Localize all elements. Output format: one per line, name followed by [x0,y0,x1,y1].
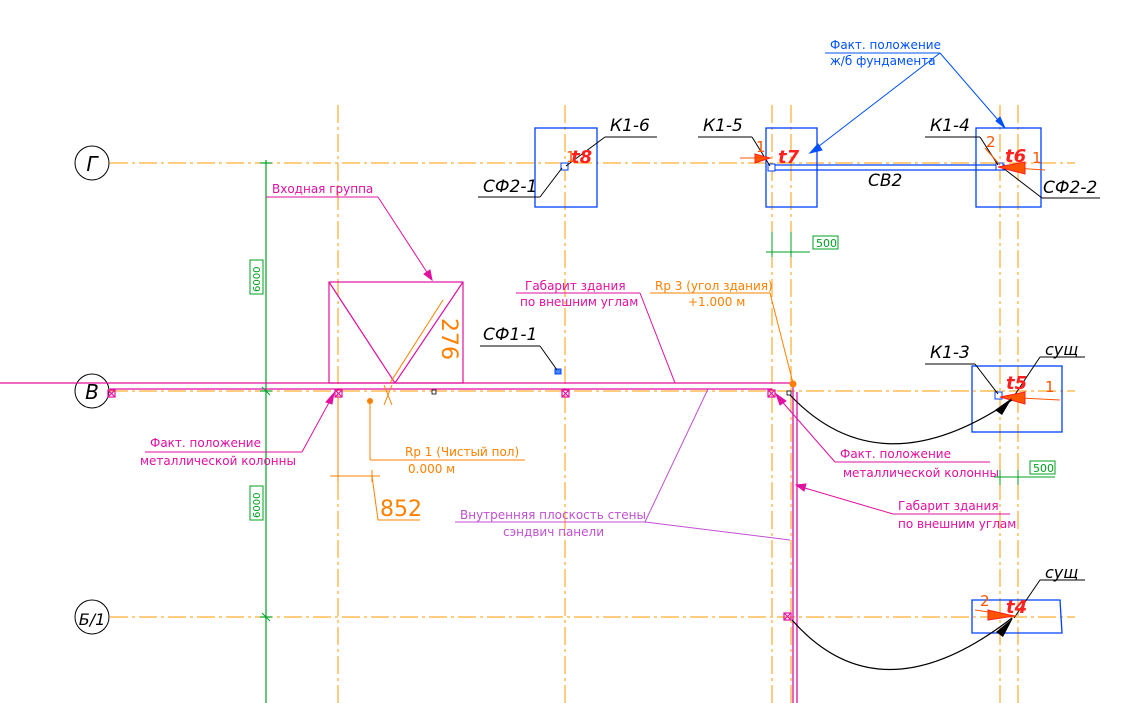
dimension-500-right: 500 [994,460,1056,485]
small-black-markers [431,389,792,396]
foundation-b1 [971,599,1063,634]
leader-gabarit-right [794,483,1010,515]
label-gabarit-top-1: Габарит здания [525,279,626,293]
entrance-group [328,281,464,384]
point-t4: t4 [1006,597,1027,618]
dimension-6000-bottom: 6000 [249,485,264,521]
label-k1-3: К1-3 [930,343,970,363]
label-k1-6: К1-6 [610,116,650,136]
leader-fakt-right [774,392,990,463]
svg-text:6000: 6000 [252,493,263,518]
label-fakt-fund-1: Факт. положение [830,38,941,52]
dimension-852 [330,384,420,521]
foundation-k1-6 [534,127,598,208]
axis-bubble-b1 [74,599,110,635]
label-k1-4: К1-4 [930,116,970,136]
label-inner-wall-1: Внутренняя плоскость стены [460,508,646,522]
svg-text:276: 276 [436,318,461,360]
label-existing-bottom: сущ [1045,563,1078,582]
label-rp1-1: Rp 1 (Чистый пол) [405,445,519,459]
leader-inner-wall [455,388,791,541]
label-gabarit-top-2: по внешним углам [520,295,638,309]
label-sf2-2: СФ2-2 [1043,178,1097,198]
dimension-500-top: 500 [766,232,839,257]
deviation-k1-6: 1 [566,148,576,166]
foundation-k1-3 [971,365,1063,433]
metal-column-markers [107,389,792,621]
leader-rp3 [650,292,794,384]
deviation-k1-5: 1 [756,138,766,156]
leader-fakt-fund [808,52,1006,154]
label-fakt-right-1: Факт. положение [840,447,951,461]
leader-rp1 [369,401,525,461]
deviation-k1-4: 1 [1032,149,1042,167]
label-rp3-1: Rp 3 (угол здания) [655,279,773,293]
label-gabarit-right-1: Габарит здания [898,499,999,513]
label-rp3-2: +1.000 м [688,295,745,309]
label-k1-5: К1-5 [703,116,743,136]
building-outline [0,382,798,703]
svg-text:500: 500 [1033,462,1054,475]
shift-arcs [789,394,1013,670]
svg-text:6000: 6000 [252,267,263,292]
point-t7: t7 [778,147,800,168]
point-t8: t8 [571,147,592,168]
column-label-leaders [478,136,1100,619]
axis-bubbles [74,145,110,635]
dimension-6000-line [260,160,272,703]
label-existing-top: сущ [1045,340,1078,359]
dimension-6000-top: 6000 [249,259,264,295]
tie-beam-sv2 [770,164,1005,171]
deviation-b1: 2 [980,592,990,610]
deviation-k1-3: 1 [1045,378,1055,396]
label-sf1-1: СФ1-1 [483,325,537,345]
dimension-276: 276 [389,299,461,384]
foundation-k1-5 [765,127,818,208]
axis-bubble-g [74,145,110,181]
label-fakt-right-2: металлической колонны [843,466,999,480]
leader-vkhodnaya [266,196,433,282]
deviation-k1-4-two: 2 [986,133,996,151]
point-t5: t5 [1006,373,1027,394]
deviation-arrows [740,147,1061,621]
green-ticks [261,386,271,622]
axis-label-b1: Б/1 [79,610,106,629]
foundation-k1-4 [975,127,1042,208]
label-sf2-1: СФ2-1 [483,177,537,197]
label-fakt-left-1: Факт. положение [150,436,261,450]
foundations [534,127,1063,634]
grid-lines [110,105,1075,703]
leader-fakt-left [145,391,335,453]
point-t6: t6 [1005,146,1026,167]
label-gabarit-right-2: по внешним углам [898,517,1016,531]
label-fakt-left-2: металлической колонны [140,454,296,468]
label-sv2: СВ2 [868,171,902,191]
rp1-point [367,398,373,404]
shift-arrowheads [995,398,1013,637]
axis-label-v: В [85,380,99,404]
rp3-point [789,380,797,388]
leader-gabarit-top [516,292,676,384]
label-vkhodnaya: Входная группа [272,182,373,196]
axis-label-g: Г [86,152,99,176]
label-852: 852 [380,497,422,522]
label-rp1-2: 0.000 м [408,462,455,476]
label-fakt-fund-2: ж/б фундамента [830,54,936,68]
svg-text:500: 500 [816,237,837,250]
label-inner-wall-2: сэндвич панели [503,525,604,539]
